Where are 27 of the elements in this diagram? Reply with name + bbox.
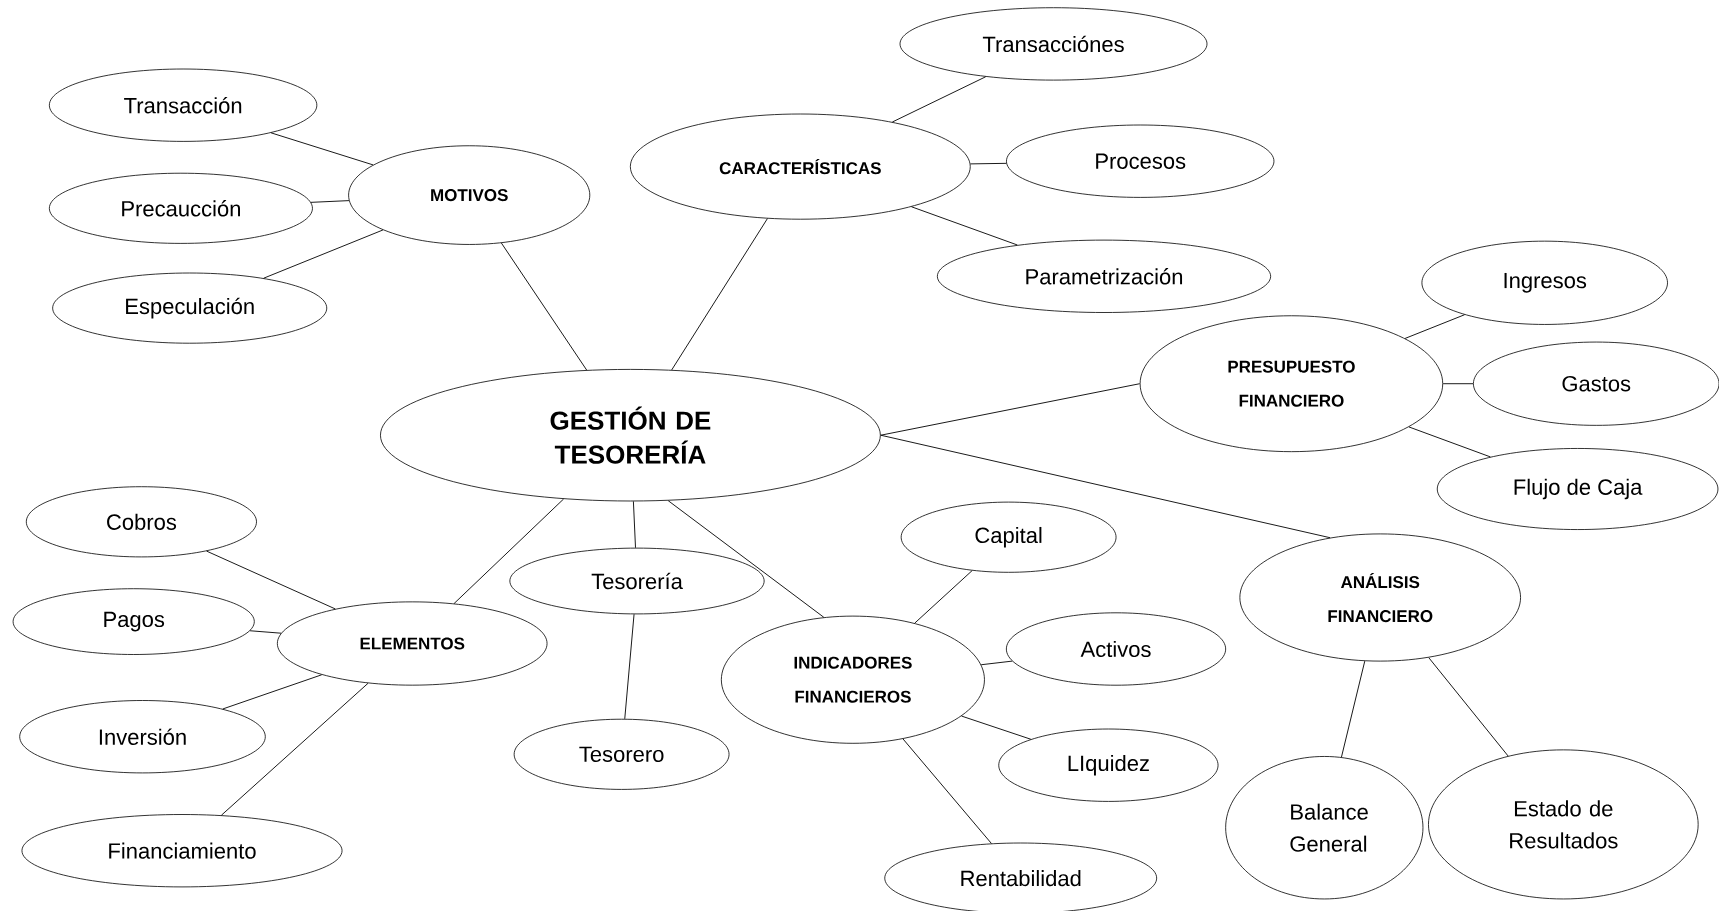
connector-line (911, 206, 1018, 246)
connector-line (671, 218, 768, 371)
connector-line (891, 76, 987, 123)
connector-line (914, 570, 973, 624)
connector-line (880, 383, 1141, 436)
connector-line (969, 162, 1007, 165)
connector-line (632, 500, 636, 549)
connector-line (902, 738, 992, 844)
connector-line (453, 498, 565, 604)
connector-line (263, 229, 384, 279)
connector-line (1408, 426, 1491, 458)
connector-line (500, 242, 588, 371)
connector-line (1442, 383, 1474, 385)
connector-line (206, 550, 336, 610)
connector-line (1341, 660, 1366, 758)
connector-line (310, 200, 350, 203)
connector-line (249, 630, 282, 634)
connector-line (980, 660, 1013, 666)
connector-line (624, 613, 635, 720)
connector-line (1428, 657, 1509, 757)
connector-line (270, 132, 374, 166)
connector-line (667, 500, 825, 618)
connector-line (222, 674, 323, 710)
connector-line (880, 434, 1331, 539)
connector-line (961, 715, 1032, 740)
connector-line (1404, 314, 1465, 339)
connector-line (220, 682, 369, 816)
